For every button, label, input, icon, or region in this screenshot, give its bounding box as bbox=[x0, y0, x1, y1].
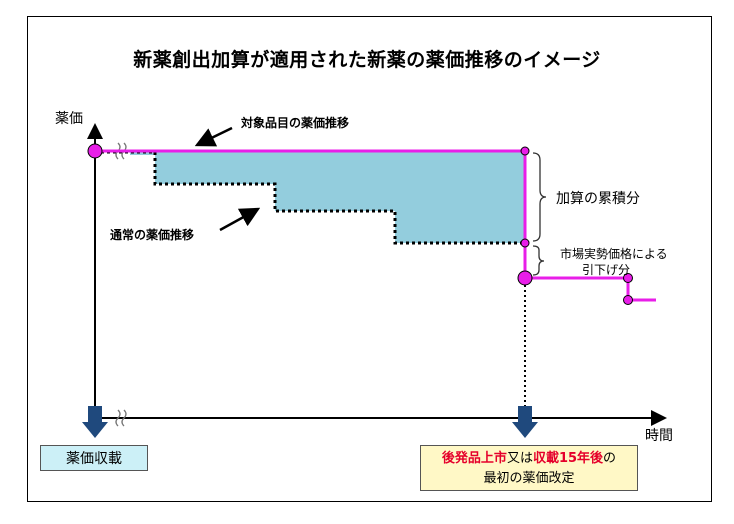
figure-title: 新薬創出加算が適用された新薬の薬価推移のイメージ bbox=[133, 49, 601, 71]
market-reduction-brace-icon bbox=[532, 245, 545, 276]
market-reduction-label-1: 市場実勢価格による bbox=[560, 247, 668, 261]
point-next-step-top bbox=[623, 273, 633, 283]
normal-trend-label: 通常の薬価推移 bbox=[110, 228, 195, 242]
revision-box: 後発品上市又は収載15年後の 最初の薬価改定 bbox=[420, 445, 638, 491]
point-normal-level bbox=[520, 238, 530, 248]
listing-label: 薬価収載 bbox=[66, 451, 122, 467]
start-price-point bbox=[87, 143, 103, 159]
no-text: の bbox=[603, 451, 617, 466]
accumulated-area bbox=[130, 151, 525, 243]
figure-frame bbox=[27, 16, 712, 502]
point-after-revision bbox=[517, 270, 533, 286]
fifteen-years-text: 収載15年後 bbox=[532, 451, 604, 466]
market-reduction-label-2: 引下げ分 bbox=[582, 263, 631, 277]
accumulated-label: 加算の累積分 bbox=[556, 191, 640, 207]
listing-box: 薬価収載 bbox=[40, 445, 148, 471]
normal-annotation-arrow bbox=[219, 207, 261, 232]
x-axis-label: 時間 bbox=[645, 428, 673, 444]
target-item-label: 対象品目の薬価推移 bbox=[241, 116, 350, 130]
y-axis-label: 薬価 bbox=[55, 111, 83, 127]
x-axis-break-icon bbox=[115, 409, 127, 427]
target-annotation-arrow bbox=[194, 126, 233, 147]
end-down-arrow-icon bbox=[512, 406, 538, 438]
start-down-arrow-icon bbox=[82, 406, 108, 438]
revision-line-1: 後発品上市又は収載15年後の bbox=[421, 449, 637, 469]
normal-price-trend bbox=[95, 150, 525, 245]
accumulated-brace-icon bbox=[532, 152, 547, 242]
point-before-revision bbox=[520, 146, 530, 156]
or-text: 又は bbox=[506, 451, 533, 466]
revision-line-2: 最初の薬価改定 bbox=[483, 471, 575, 486]
point-next-step-bottom bbox=[623, 295, 633, 305]
generic-launch-text: 後発品上市 bbox=[441, 451, 507, 466]
